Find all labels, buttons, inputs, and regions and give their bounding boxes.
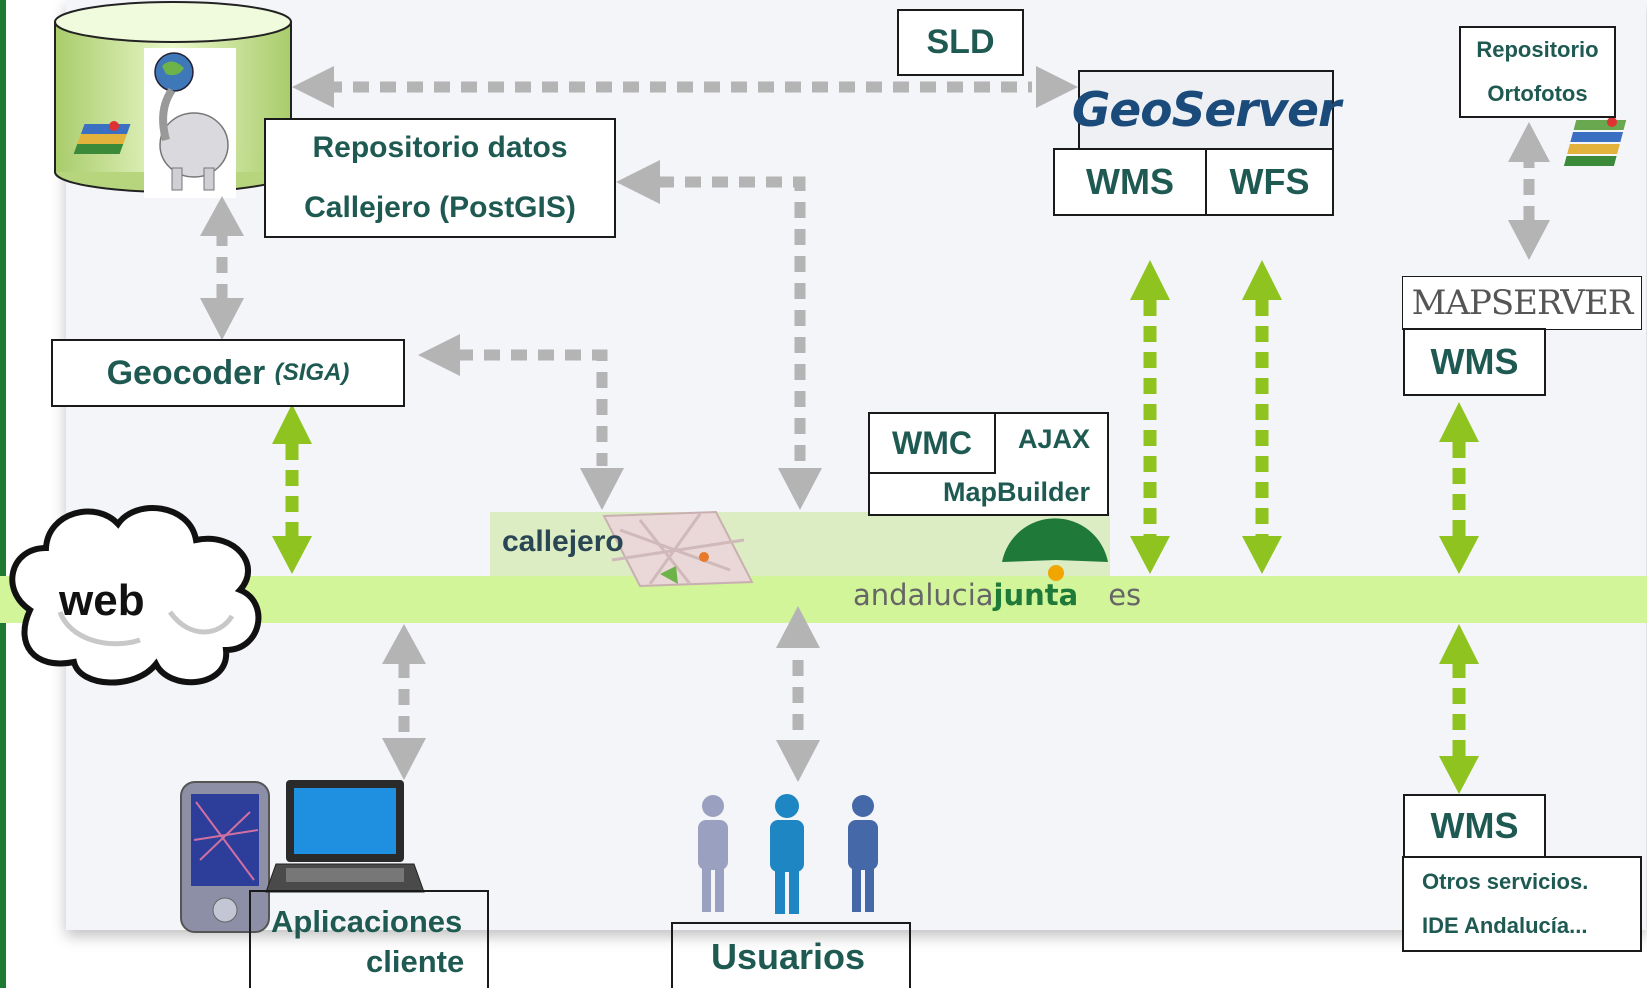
geoserver-wms-box: WMS xyxy=(1053,148,1207,216)
geoserver-wfs-box: WFS xyxy=(1205,148,1334,216)
repositorio-ortofotos-box: Repositorio Ortofotos xyxy=(1459,26,1616,118)
sld-box: SLD xyxy=(897,9,1024,76)
laptop-icon xyxy=(265,780,425,893)
repositorio-datos-line2: Callejero (PostGIS) xyxy=(304,191,576,224)
sld-label: SLD xyxy=(926,23,995,61)
usuarios-box xyxy=(671,922,911,988)
mapserver-wms-label: WMS xyxy=(1430,341,1519,382)
junta-word: junta xyxy=(993,578,1079,612)
mobile-device-icon xyxy=(180,781,270,933)
web-label: web xyxy=(59,576,145,625)
wmc-box: WMC xyxy=(868,412,996,474)
otros-wms-box: WMS xyxy=(1403,794,1546,858)
callejero-map-thumbnail xyxy=(602,510,754,588)
mapserver-wms-box: WMS xyxy=(1403,328,1546,396)
callejero-logo-text: callejero xyxy=(502,525,624,558)
otros-servicios-line1: Otros servicios. xyxy=(1422,869,1589,894)
aplicaciones-line1: Aplicaciones xyxy=(271,904,463,939)
geoserver-logo-box: GeoServer xyxy=(1072,70,1341,150)
aplicaciones-cliente-box xyxy=(249,890,489,988)
geocoder-box: Geocoder (SIGA) xyxy=(51,339,405,407)
geoserver-logo: GeoServer xyxy=(1071,82,1341,138)
grey-arrowheads xyxy=(200,66,1550,782)
ajax-label: AJAX xyxy=(1018,424,1091,454)
grey-arrow-lines xyxy=(216,81,1535,736)
otros-servicios-box: Otros servicios. IDE Andalucía... xyxy=(1402,856,1642,952)
web-band xyxy=(0,576,1647,623)
geocoder-label: Geocoder xyxy=(106,353,266,392)
cloud-icon xyxy=(9,505,262,686)
users-icon xyxy=(698,794,878,914)
otros-wms-label: WMS xyxy=(1430,805,1519,846)
wmc-label: WMC xyxy=(892,424,972,461)
es-word: es xyxy=(1108,578,1142,612)
ortofotos-layers-icon xyxy=(1563,117,1627,166)
green-arrowheads xyxy=(272,260,1479,794)
repositorio-datos-box: Repositorio datos Callejero (PostGIS) xyxy=(264,118,616,238)
mapserver-logo-box: MAPSERVER xyxy=(1402,276,1642,330)
geoserver-wms-label: WMS xyxy=(1086,161,1174,202)
aplicaciones-line2: cliente xyxy=(366,944,465,979)
repositorio-datos-line1: Repositorio datos xyxy=(312,131,568,164)
green-arrow-lines xyxy=(285,300,1466,756)
geoserver-wfs-label: WFS xyxy=(1229,161,1310,202)
andalucia-word: andalucia xyxy=(853,578,994,612)
postgis-database-icon xyxy=(54,1,292,198)
left-accent-bar xyxy=(0,0,6,988)
otros-servicios-line2: IDE Andalucía... xyxy=(1422,913,1588,938)
repositorio-ortofotos-line2: Ortofotos xyxy=(1487,81,1588,106)
mapbuilder-label: MapBuilder xyxy=(943,477,1091,507)
mapserver-logo: MAPSERVER xyxy=(1411,283,1634,323)
junta-andalucia-logo xyxy=(1002,518,1108,581)
geocoder-siga-label: (SIGA) xyxy=(274,359,350,386)
usuarios-label: Usuarios xyxy=(711,936,866,977)
repositorio-ortofotos-line1: Repositorio xyxy=(1476,37,1599,62)
